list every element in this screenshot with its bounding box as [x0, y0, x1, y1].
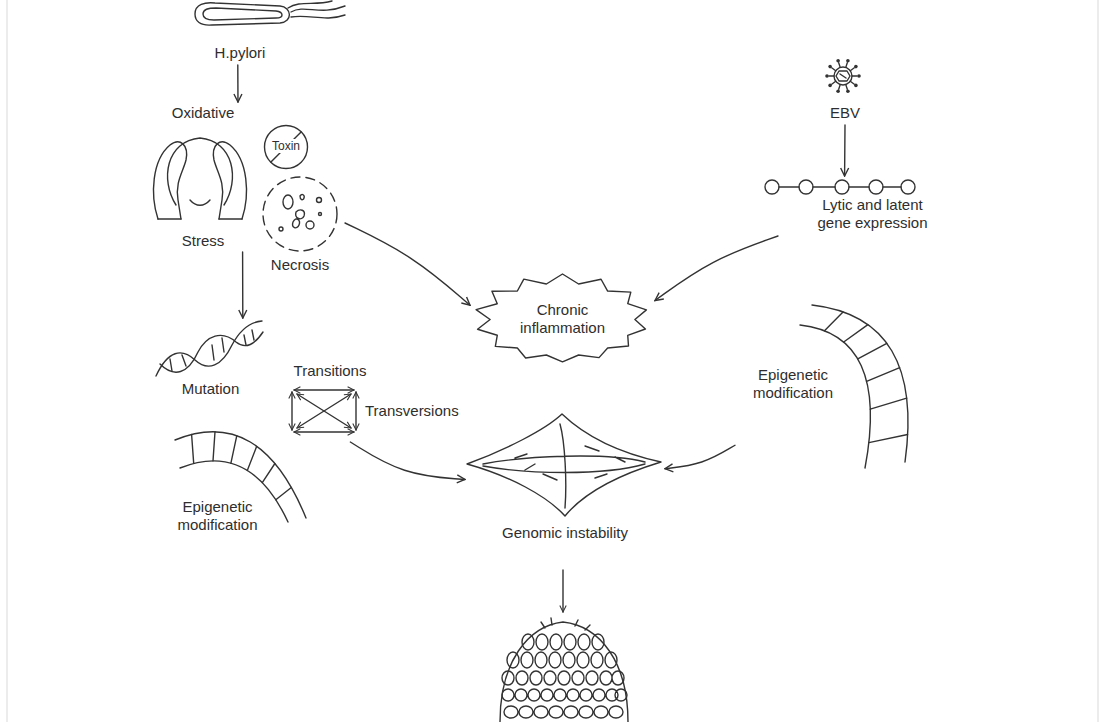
node-label: Necrosis — [255, 256, 345, 274]
substitution-arrow — [291, 392, 292, 430]
virus-node: EBV — [815, 55, 875, 125]
tissue-cells — [507, 652, 617, 668]
spike-tip — [836, 89, 840, 93]
node-label: Stress — [153, 232, 253, 250]
node-label: Genomic instability — [465, 524, 665, 542]
flow-arrow — [655, 236, 778, 301]
spike-tip — [828, 65, 832, 69]
node-label: Oxidative — [153, 104, 253, 122]
spike-tip — [857, 74, 861, 78]
necrosis-node: Necrosis — [255, 168, 345, 278]
lens-outline — [467, 414, 661, 516]
substitution-arrow — [297, 394, 351, 428]
burst-outline — [476, 274, 646, 362]
dna-rungs — [170, 330, 254, 371]
gene-link — [779, 186, 901, 187]
tissue-cells — [522, 634, 604, 650]
node-label: Toxin — [269, 139, 303, 153]
instability-node: Genomic instability — [465, 412, 665, 547]
substitution-node: TransitionsTransversions — [285, 362, 462, 442]
substitution-arrow — [297, 394, 351, 428]
virus-capsid — [834, 67, 852, 85]
stress-hand — [154, 142, 187, 219]
tissue-cells — [502, 671, 624, 685]
spike-tip — [836, 59, 840, 63]
epigenetic-node: Epigenetic modification — [735, 300, 920, 475]
tissue-cells — [502, 689, 627, 701]
stress-hand — [213, 142, 246, 219]
gene-bead — [835, 180, 849, 194]
spike-tip — [825, 74, 829, 78]
flow-arrow — [237, 65, 239, 102]
cell-fragment — [306, 221, 314, 229]
toxin-circle: Toxin — [263, 124, 309, 170]
toxin-outline — [265, 126, 308, 169]
flagella — [288, 1, 345, 18]
flow-arrow — [665, 445, 735, 468]
node-label: Chronic inflammation — [510, 301, 615, 337]
dna-rungs — [825, 312, 908, 443]
node-label: Mutation — [173, 380, 248, 398]
dna-strand — [812, 305, 908, 462]
node-label: Transversions — [365, 402, 459, 420]
virus-spikes — [829, 63, 857, 90]
stress-node: OxidativeStress — [148, 102, 258, 252]
cell-fragment — [293, 195, 305, 228]
substitution-arrow — [294, 431, 354, 432]
spike-tip — [828, 84, 832, 88]
node-label: Transitions — [285, 362, 375, 380]
stress-outline — [158, 200, 242, 219]
spike-tip — [846, 59, 850, 63]
flow-arrow — [242, 252, 244, 318]
epigenetic-node: Epigenetic modification — [165, 422, 315, 540]
bacterium-inner — [203, 8, 282, 20]
gene-bead — [869, 180, 883, 194]
bacterium-body — [195, 3, 289, 25]
node-label: Epigenetic modification — [743, 366, 843, 402]
cell-fragment — [283, 195, 293, 209]
tissue-outline — [500, 622, 628, 722]
gene-expression-node: Lytic and latent gene expression — [760, 176, 940, 236]
node-label: Lytic and latent gene expression — [810, 196, 935, 232]
result-arrow — [562, 570, 563, 612]
spike-tip — [846, 89, 850, 93]
necrosis-cell — [263, 177, 337, 251]
node-label: Epigenetic modification — [170, 498, 265, 534]
flow-arrow — [350, 442, 465, 480]
dna-rungs — [192, 432, 292, 500]
cell-fragment — [317, 198, 322, 203]
cell-fragment — [319, 213, 322, 216]
gene-bead — [901, 180, 915, 194]
lens-strands — [483, 424, 645, 508]
page-frame — [7, 0, 1098, 722]
substitution-arrow — [294, 389, 354, 390]
cell-protrusions — [541, 618, 590, 630]
spike-tip — [854, 65, 858, 69]
dna-strand — [160, 332, 263, 372]
spike-tip — [854, 84, 858, 88]
tissue-cells — [504, 706, 623, 718]
node-label: H.pylori — [200, 44, 280, 62]
node-label: EBV — [815, 104, 875, 122]
substitution-arrow — [355, 392, 356, 430]
gene-bead — [799, 180, 813, 194]
flow-arrow — [844, 125, 846, 176]
pathogen-node: H.pylori — [180, 0, 350, 65]
gene-bead — [765, 180, 779, 194]
virus-core — [836, 71, 850, 81]
cell-fragment — [279, 227, 283, 231]
inflammation-burst: Chronic inflammation — [470, 272, 655, 367]
dna-strand — [156, 321, 262, 376]
mutation-node: Mutation — [148, 318, 268, 400]
flow-arrow — [345, 223, 470, 305]
